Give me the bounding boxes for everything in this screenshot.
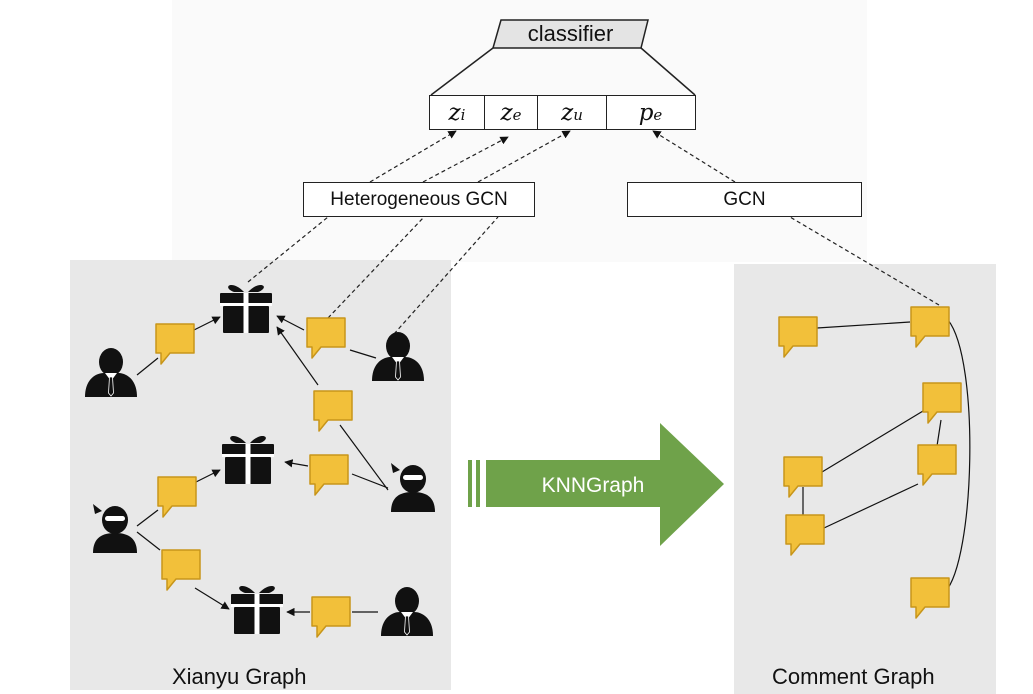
comment-icon [313, 390, 353, 432]
user-icon [371, 331, 425, 382]
comment-icon [778, 316, 818, 358]
diagram-canvas: KNNGraph [84, 19, 971, 638]
xianyu-edges [136, 315, 389, 617]
fan-line-left [430, 47, 494, 96]
comment-icon [910, 306, 950, 348]
comment-icon [311, 596, 351, 638]
user-icon [380, 586, 434, 637]
gift-icon [231, 585, 283, 634]
classifier-label: classifier [527, 21, 614, 46]
comment-graph-title: Comment Graph [772, 664, 935, 689]
heterogeneous-gcn-box: Heterogeneous GCN [303, 182, 535, 217]
gift-icon [220, 284, 272, 333]
comment-icon [157, 476, 197, 518]
knngraph-label: KNNGraph [542, 474, 645, 497]
fan-line-right [640, 47, 696, 96]
comment-icon [306, 317, 346, 359]
fraud-user-icon [93, 504, 137, 553]
comment-icon [785, 514, 825, 556]
comment-icon [917, 444, 957, 486]
fraud-user-icon [391, 463, 435, 512]
gift-icon [222, 435, 274, 484]
comment-icon [161, 549, 201, 591]
xianyu-graph-title: Xianyu Graph [172, 664, 307, 689]
comment-icon [309, 454, 349, 496]
comment-icon [155, 323, 195, 365]
comment-icon [922, 382, 962, 424]
comment-icon [910, 577, 950, 619]
comment-graph-panel [734, 264, 996, 694]
user-icon [84, 347, 138, 398]
dashed-arrows [247, 130, 940, 335]
knngraph-arrow: KNNGraph [468, 423, 724, 546]
comment-edges [802, 319, 971, 593]
gcn-box: GCN [627, 182, 862, 217]
